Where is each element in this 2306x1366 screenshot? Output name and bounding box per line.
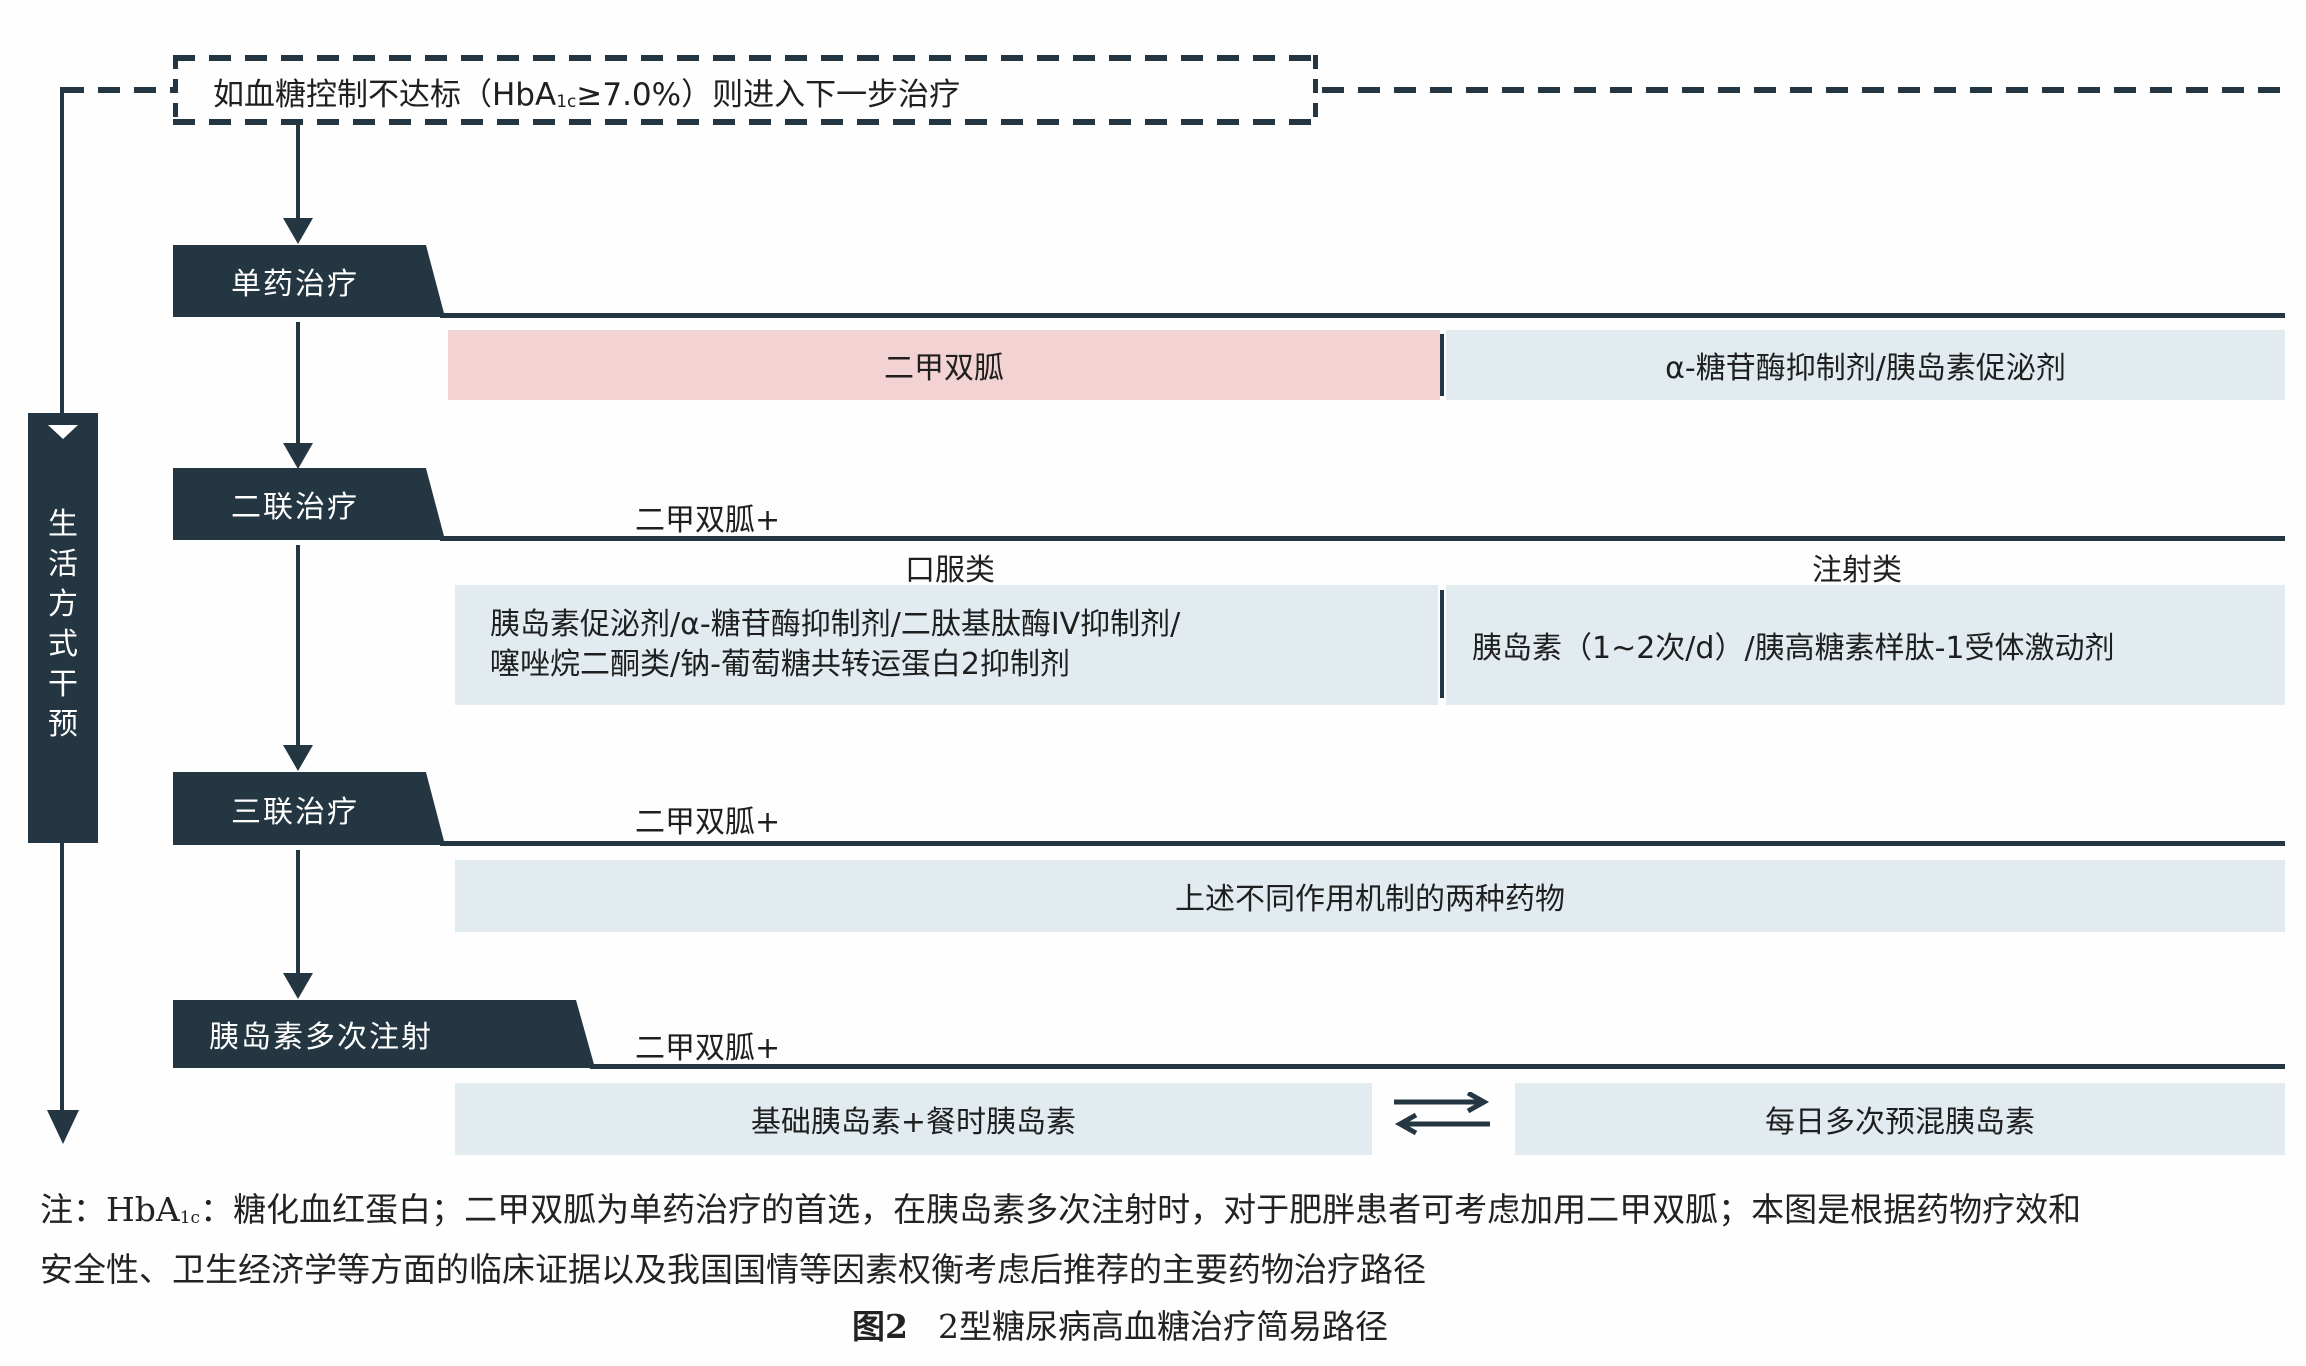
swap-arrows-icon	[1392, 1090, 1492, 1136]
option-agi-secretagogue: α-糖苷酶抑制剂/胰岛素促泌剂	[1446, 330, 2285, 400]
arrow-down-icon	[283, 218, 313, 244]
step-divider-1	[440, 313, 2285, 318]
step-divider-3	[440, 841, 2285, 846]
lifestyle-intervention-bar: 生 活 方 式 干 预	[28, 413, 98, 843]
lifestyle-triangle-icon	[48, 425, 78, 439]
connector-line-3	[296, 850, 300, 978]
base-drug-label: 二甲双胍+	[635, 805, 781, 840]
dashed-loop-line-right	[1322, 87, 2285, 93]
condition-box-top-border	[173, 55, 1318, 61]
step-label-dual-therapy: 二联治疗	[173, 468, 445, 540]
option-premixed-insulin: 每日多次预混胰岛素	[1515, 1083, 2285, 1155]
arrow-down-icon	[283, 443, 313, 469]
step-label-multiple-insulin: 胰岛素多次注射	[173, 1000, 595, 1068]
figure-caption: 图2 2型糖尿病高血糖治疗简易路径	[852, 1300, 1388, 1348]
arrow-down-icon	[283, 745, 313, 771]
step-divider-4	[590, 1064, 2285, 1069]
base-drug-label: 二甲双胍+	[635, 1031, 781, 1066]
condition-box-left-border	[173, 55, 178, 125]
base-drug-label: 二甲双胍+	[635, 503, 781, 538]
option-injectable-drugs: 胰岛素（1~2次/d）/胰高糖素样肽-1受体激动剂	[1446, 585, 2285, 705]
figure-number: 图2	[852, 1307, 908, 1346]
connector-line-0	[296, 125, 300, 225]
arrow-down-icon	[283, 973, 313, 999]
figure-title: 2型糖尿病高血糖治疗简易路径	[937, 1307, 1388, 1346]
option-separator	[1440, 590, 1444, 698]
step-label-triple-therapy: 三联治疗	[173, 772, 445, 845]
condition-box-right-border	[1313, 55, 1318, 125]
lifestyle-label: 生 活 方 式 干 预	[48, 507, 78, 742]
injection-header: 注射类	[1812, 553, 1902, 588]
condition-text: 如血糖控制不达标（HbA1c≥7.0%）则进入下一步治疗	[213, 77, 961, 113]
footnote-line-1: 注：HbA1c：糖化血红蛋白；二甲双胍为单药治疗的首选，在胰岛素多次注射时，对于…	[40, 1190, 2082, 1229]
condition-box: 如血糖控制不达标（HbA1c≥7.0%）则进入下一步治疗	[173, 55, 1318, 125]
option-separator	[1440, 334, 1444, 396]
option-two-different-mechanisms: 上述不同作用机制的两种药物	[455, 860, 2285, 932]
condition-box-bottom-border	[173, 119, 1318, 125]
option-basal-bolus: 基础胰岛素+餐时胰岛素	[455, 1083, 1372, 1155]
dashed-loop-line-left	[62, 87, 173, 93]
option-metformin: 二甲双胍	[448, 330, 1440, 400]
oral-header: 口服类	[905, 553, 995, 588]
connector-line-1	[296, 322, 300, 450]
step-divider-2	[440, 536, 2285, 541]
lifestyle-arrow-down-icon	[47, 1110, 79, 1144]
option-oral-drugs: 胰岛素促泌剂/α-糖苷酶抑制剂/二肽基肽酶IV抑制剂/ 噻唑烷二酮类/钠-葡萄糖…	[455, 585, 1438, 705]
connector-line-2	[296, 545, 300, 750]
footnote-line-2: 安全性、卫生经济学等方面的临床证据以及我国国情等因素权衡考虑后推荐的主要药物治疗…	[40, 1250, 1426, 1289]
step-label-monotherapy: 单药治疗	[173, 245, 445, 317]
